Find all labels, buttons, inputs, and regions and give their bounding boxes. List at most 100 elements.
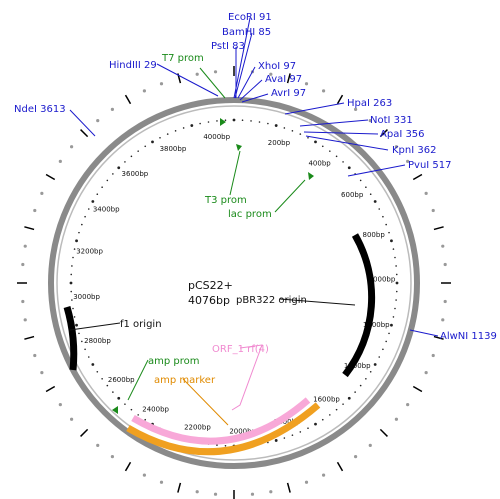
- pbr322-origin-label: pBR322 origin: [236, 295, 307, 306]
- inner-dot: [388, 332, 390, 335]
- outer-dot: [159, 82, 164, 86]
- inner-dot: [354, 391, 356, 393]
- inner-dot: [81, 223, 83, 226]
- inner-dot: [144, 418, 147, 421]
- inner-dot: [87, 356, 90, 358]
- outer-dot: [142, 473, 147, 477]
- outer-dot: [353, 107, 358, 111]
- backbone-ring: [48, 97, 420, 469]
- inner-dot: [106, 384, 109, 387]
- outer-tick: [24, 335, 35, 340]
- outer-dot: [353, 455, 358, 459]
- outer-dot: [23, 318, 27, 322]
- inner-dot: [96, 370, 99, 373]
- inner-dot: [258, 121, 261, 123]
- inner-dot: [112, 173, 114, 175]
- inner-dot: [369, 370, 372, 373]
- pbr322-leader: [279, 298, 356, 306]
- inner-dot: [283, 437, 286, 439]
- inner-dot: [81, 340, 83, 343]
- inner-dot: [224, 119, 227, 122]
- outer-dot: [195, 490, 199, 494]
- inner-dot: [137, 414, 139, 416]
- outer-dot: [23, 244, 27, 248]
- bp-label: 3400bp: [93, 205, 120, 213]
- outer-dot: [250, 492, 255, 496]
- inner-dot: [207, 121, 210, 123]
- inner-dot: [359, 179, 362, 182]
- bp-label: 2400bp: [142, 406, 169, 414]
- bp-label: 3200bp: [76, 248, 103, 256]
- outer-tick: [80, 428, 89, 437]
- outer-tick: [45, 173, 56, 181]
- outer-dot: [368, 443, 372, 448]
- inner-dot: [216, 120, 218, 122]
- inner-dot: [130, 155, 133, 158]
- outer-dot: [406, 159, 410, 164]
- bp-label: 2200bp: [184, 423, 211, 431]
- outer-tick: [177, 482, 182, 493]
- inner-dot: [382, 215, 384, 218]
- outer-dot: [304, 82, 309, 86]
- bp-label: 1200bp: [363, 321, 390, 329]
- outer-dot: [304, 480, 309, 484]
- t3-leader: [229, 150, 241, 196]
- inner-dot: [117, 166, 121, 170]
- outer-tick: [124, 461, 132, 472]
- amp-prom-leader: [127, 359, 149, 401]
- bp-label: 3600bp: [122, 170, 149, 178]
- inner-dot: [96, 193, 99, 196]
- t3-prom-label: T3 prom: [204, 195, 247, 206]
- inner-dot: [241, 119, 244, 122]
- outer-tick: [412, 385, 423, 393]
- outer-tick: [379, 129, 388, 138]
- site-label-kpni: KpnI 362: [392, 145, 436, 156]
- lac-leader: [274, 179, 306, 213]
- plasmid-size: 4076bp: [188, 294, 230, 307]
- f1-origin-arc: [63, 306, 78, 371]
- inner-dot: [307, 136, 309, 139]
- outer-dot: [213, 70, 218, 74]
- outer-dot: [424, 370, 428, 375]
- outer-dot: [431, 208, 435, 213]
- outer-dot: [21, 299, 25, 304]
- outer-dot: [58, 402, 62, 407]
- outer-dot: [443, 262, 447, 267]
- outer-dot: [443, 299, 447, 304]
- outer-tick: [433, 335, 444, 340]
- outer-dot: [441, 244, 445, 248]
- inner-dot: [232, 118, 236, 122]
- inner-dot: [291, 434, 294, 436]
- inner-dot: [395, 265, 397, 267]
- outer-tick: [412, 173, 423, 181]
- bp-label: 400bp: [308, 159, 331, 167]
- outer-dot: [142, 89, 147, 93]
- outer-dot: [69, 145, 74, 149]
- bp-label: 3800bp: [160, 145, 187, 153]
- inner-dot: [73, 316, 76, 318]
- outer-dot: [424, 191, 428, 196]
- t7-prom-label: T7 prom: [161, 53, 204, 64]
- outer-dot: [33, 353, 37, 358]
- inner-dot: [216, 444, 218, 446]
- outer-dot: [406, 402, 410, 407]
- site-label-avai: AvaI 97: [265, 74, 302, 85]
- amp-marker-label: amp marker: [154, 375, 216, 386]
- inner-dot: [78, 231, 80, 234]
- outer-dot: [321, 89, 326, 93]
- inner-dot: [91, 200, 95, 203]
- inner-dot: [395, 273, 398, 276]
- outer-dot: [195, 72, 199, 76]
- inner-dot: [182, 127, 185, 129]
- inner-dot: [174, 130, 177, 132]
- site-label-ndei: NdeI 3613: [14, 104, 66, 115]
- inner-dot: [101, 186, 103, 188]
- inner-dot: [70, 273, 73, 276]
- outer-dot: [368, 118, 372, 123]
- inner-dot: [385, 223, 387, 226]
- site-label-psti: PstI 83: [211, 41, 245, 52]
- t3-promoter-marker: [236, 144, 242, 151]
- backbone-ring-inner: [56, 105, 412, 461]
- inner-dot: [369, 193, 372, 196]
- inner-dot: [101, 378, 103, 380]
